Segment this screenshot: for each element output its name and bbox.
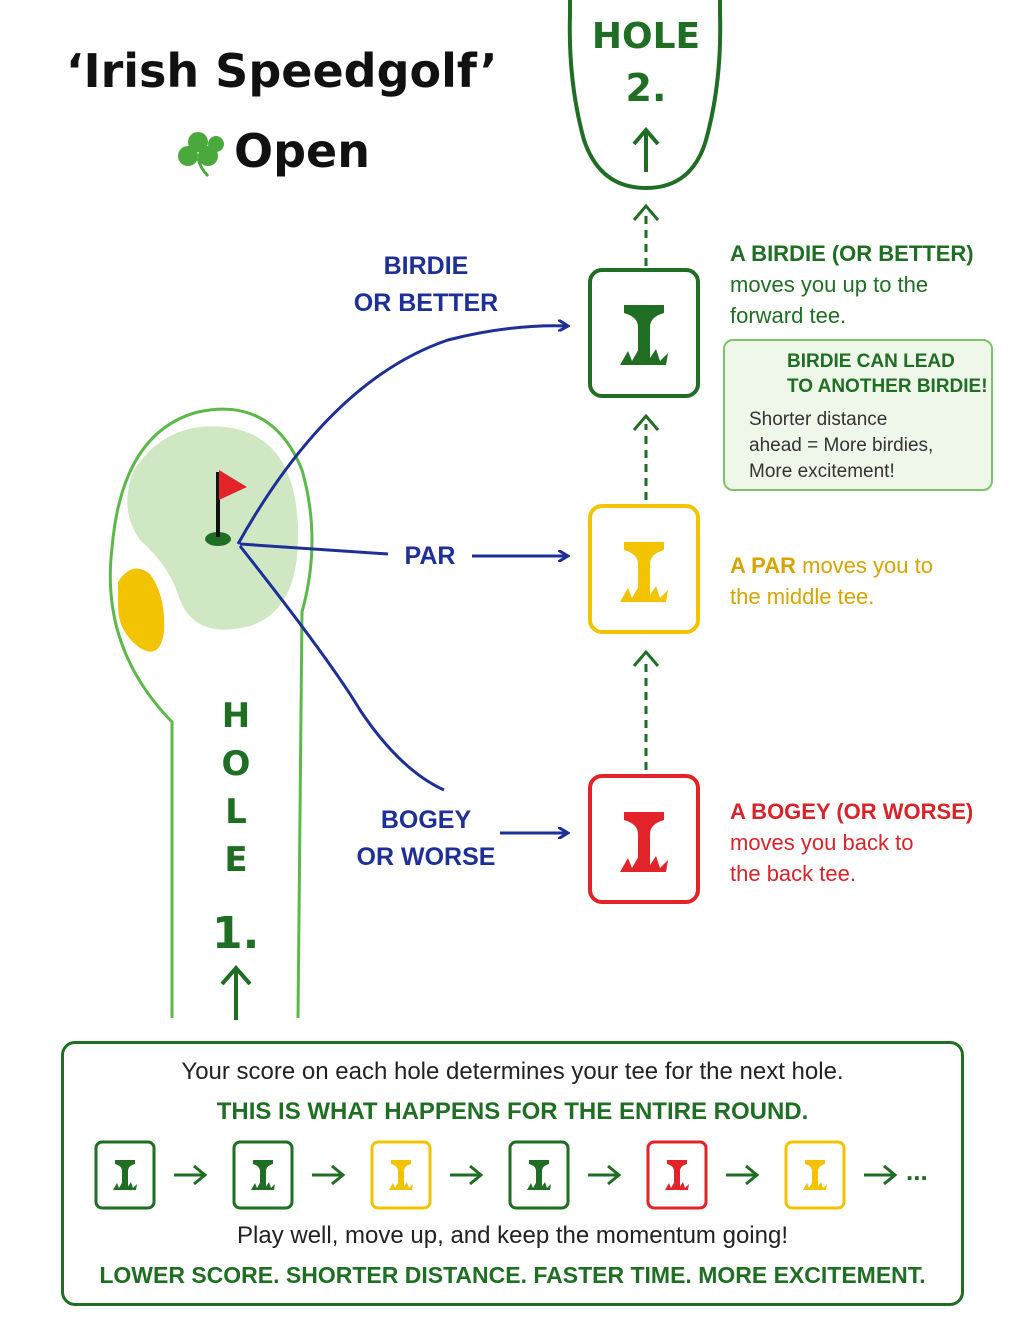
bogey-desc-line2: moves you back to [730, 830, 914, 855]
sequence-ellipsis: ... [906, 1156, 928, 1186]
progression-dashes [632, 203, 660, 770]
callout-heading-line1: BIRDIE CAN LEAD [787, 351, 955, 372]
bogey-label: BOGEY OR WORSE [340, 802, 512, 876]
birdie-desc-line1: A BIRDIE (OR BETTER) [730, 241, 974, 266]
cup-icon [205, 532, 231, 546]
hole1-letter: L [225, 792, 247, 832]
hole2-word: HOLE [591, 16, 701, 57]
flag-icon [219, 470, 247, 500]
summary-line3: Play well, move up, and keep the momentu… [237, 1222, 788, 1249]
par-label: PAR [404, 542, 456, 570]
hole2-outline [567, 0, 723, 191]
bogey-label-line1: BOGEY [380, 806, 472, 834]
summary-line1: Your score on each hole determines your … [181, 1058, 844, 1085]
callout-body-line2: ahead = More birdies, [749, 435, 934, 456]
hole2-number: 2. [625, 66, 667, 110]
sequence-tee-green [508, 1140, 570, 1210]
summary-line2: THIS IS WHAT HAPPENS FOR THE ENTIRE ROUN… [216, 1098, 809, 1125]
birdie-label: BIRDIE OR BETTER [340, 248, 512, 322]
sequence-arrow [450, 1164, 484, 1186]
sequence-tee-green [94, 1140, 156, 1210]
sequence-tee-yellow [370, 1140, 432, 1210]
par-desc-rest: moves you to [796, 553, 933, 578]
birdie-label-line2: OR BETTER [353, 289, 499, 317]
tee-sequence [94, 1140, 898, 1210]
bogey-description: A BOGEY (OR WORSE) moves you back to the… [730, 796, 1010, 889]
sequence-arrow [726, 1164, 760, 1186]
birdie-callout: BIRDIE CAN LEAD TO ANOTHER BIRDIE! Short… [723, 339, 993, 491]
shamrock-icon [178, 132, 224, 178]
bogey-desc-line3: the back tee. [730, 861, 856, 886]
callout-heading-line2: TO ANOTHER BIRDIE! [787, 376, 988, 397]
hole1-letter: E [224, 840, 248, 880]
par-desc-line2: the middle tee. [730, 584, 875, 609]
hole1-up-arrow [220, 964, 252, 1020]
bogey-label-line2: OR WORSE [356, 843, 496, 871]
hole1-label: H O L E [216, 692, 256, 884]
page-title-line2: Open [234, 124, 370, 178]
par-desc-lead: A PAR [730, 553, 796, 578]
bogey-desc-line1: A BOGEY (OR WORSE) [730, 799, 974, 824]
hole2-up-arrow [632, 126, 660, 172]
birdie-description: A BIRDIE (OR BETTER) moves you up to the… [730, 238, 1010, 331]
tee-box-middle [588, 504, 700, 634]
birdie-path [236, 326, 568, 545]
hole1-letter: H [221, 696, 251, 736]
hole1-number: 1. [212, 908, 260, 959]
callout-body-line1: Shorter distance [749, 409, 888, 430]
birdie-desc-line2: moves you up to the [730, 272, 929, 297]
hole1-fairway-outline [108, 407, 314, 1019]
par-description: A PAR moves you to the middle tee. [730, 550, 1000, 612]
tee-box-forward [588, 268, 700, 398]
sequence-tee-yellow [784, 1140, 846, 1210]
sequence-tee-red [646, 1140, 708, 1210]
sequence-arrow [864, 1164, 898, 1186]
putting-green [127, 426, 299, 630]
page-title-line1: ‘Irish Speedgolf’ [66, 44, 498, 98]
sequence-arrow [174, 1164, 208, 1186]
sequence-tee-green [232, 1140, 294, 1210]
summary-line4: LOWER SCORE. SHORTER DISTANCE. FASTER TI… [99, 1262, 926, 1288]
bunker [118, 568, 165, 652]
bogey-path [238, 545, 445, 792]
hole1-letter: O [221, 744, 251, 784]
summary-box: Your score on each hole determines your … [61, 1041, 964, 1306]
birdie-label-line1: BIRDIE [383, 252, 469, 280]
callout-body-line3: More excitement! [749, 461, 895, 482]
birdie-desc-line3: forward tee. [730, 303, 847, 328]
sequence-arrow [588, 1164, 622, 1186]
par-path-left [239, 542, 389, 556]
sequence-arrow [312, 1164, 346, 1186]
tee-box-back [588, 774, 700, 904]
